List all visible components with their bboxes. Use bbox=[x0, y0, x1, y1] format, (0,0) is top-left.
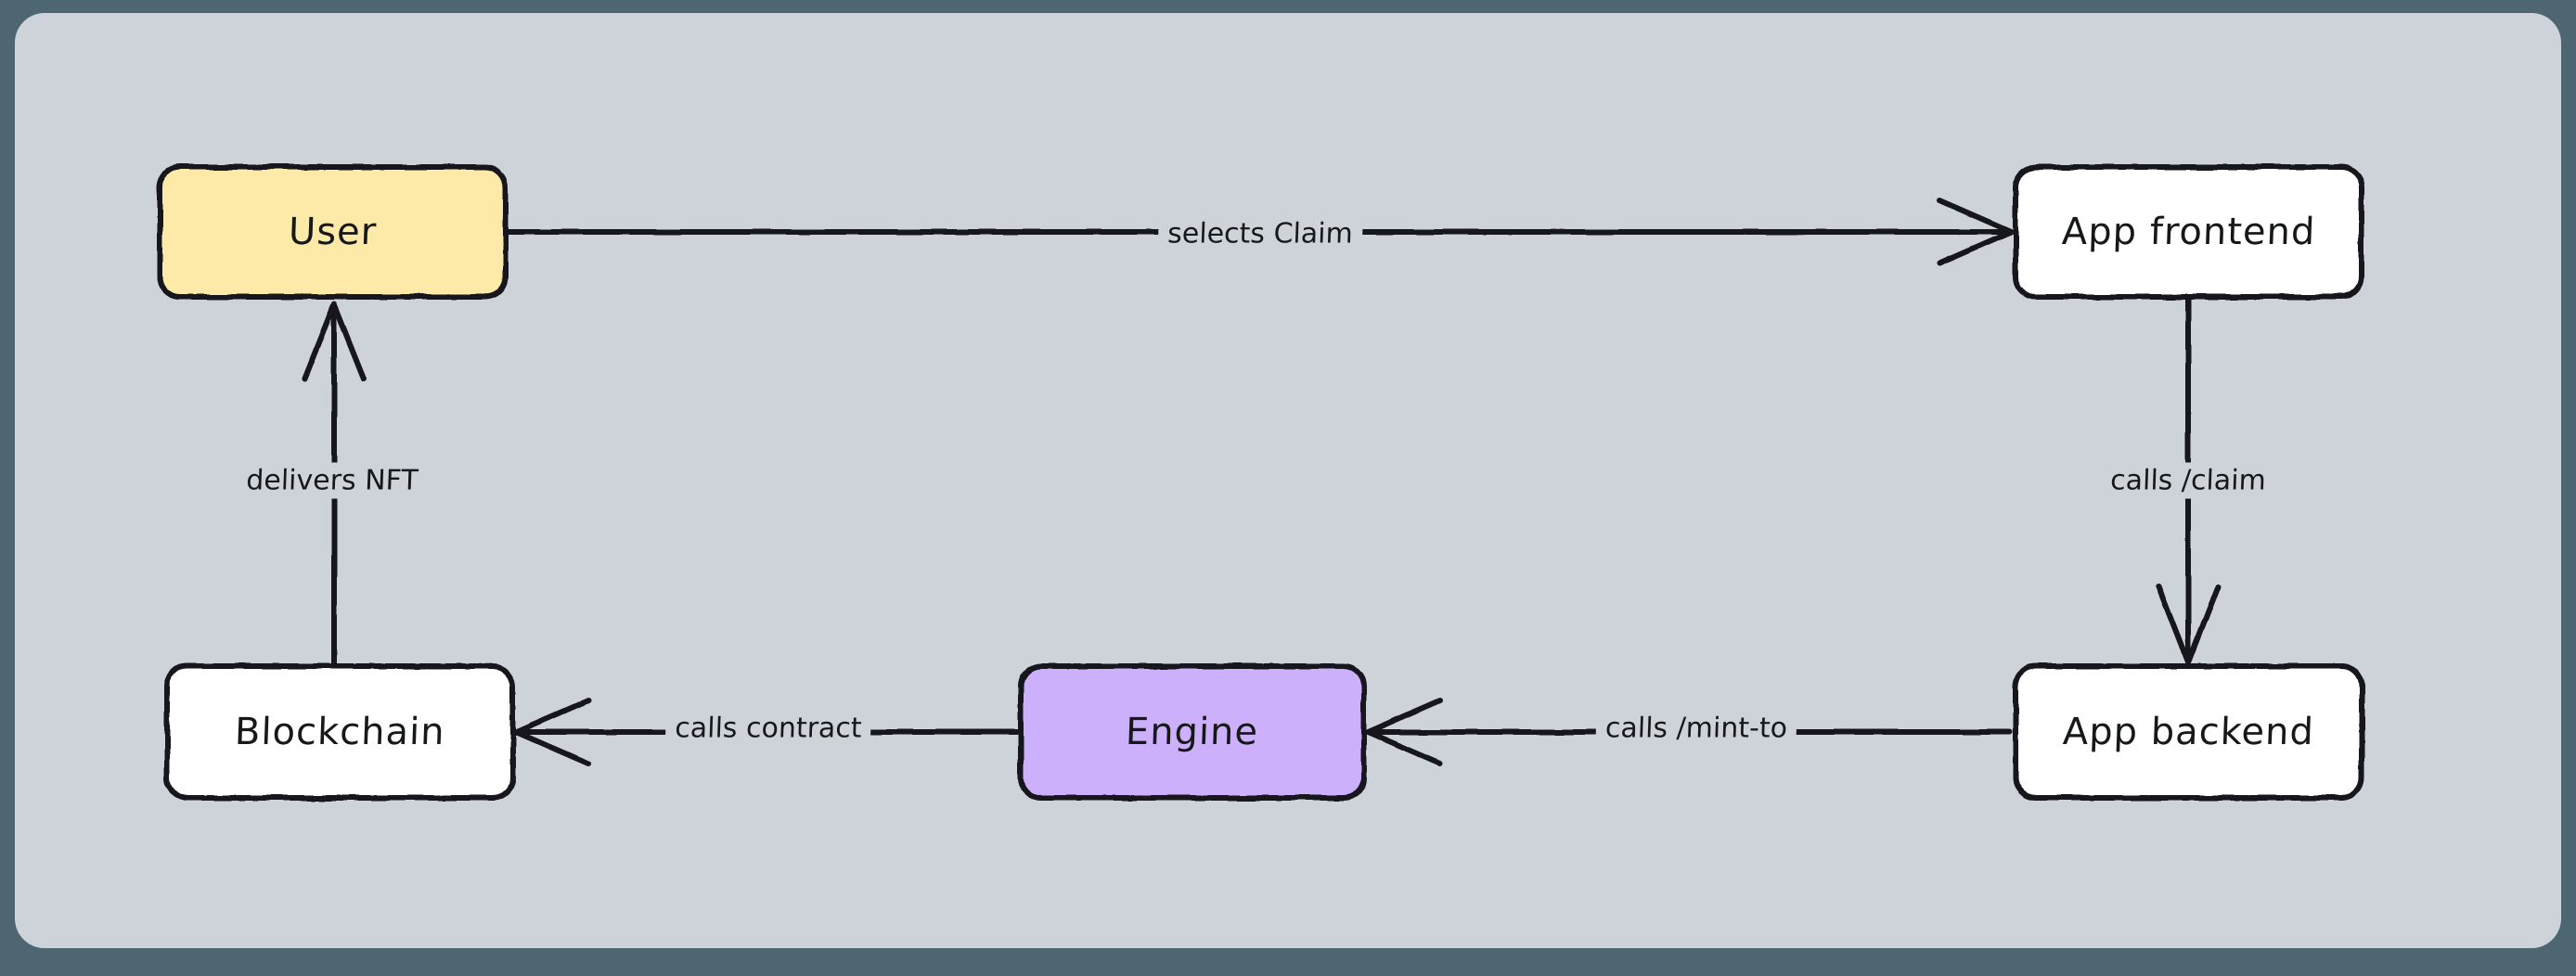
node-shape-engine[interactable] bbox=[1018, 663, 1367, 801]
node-user[interactable]: User bbox=[160, 167, 506, 297]
edge-label-calls-contract: calls contract bbox=[664, 710, 872, 747]
node-shape-user[interactable] bbox=[157, 164, 509, 300]
node-app-frontend-label: App frontend bbox=[2061, 211, 2316, 253]
node-app-frontend[interactable]: App frontend bbox=[2016, 167, 2362, 297]
node-shape-app-frontend[interactable] bbox=[2013, 164, 2364, 300]
edge-label-calls-claim: calls /claim bbox=[2100, 462, 2276, 499]
node-blockchain-label: Blockchain bbox=[234, 711, 446, 753]
node-engine-label: Engine bbox=[1125, 711, 1260, 753]
node-engine[interactable]: Engine bbox=[1021, 666, 1364, 798]
edge-label-calls-mint-to: calls /mint-to bbox=[1595, 710, 1797, 747]
node-app-backend[interactable]: App backend bbox=[2016, 666, 2362, 798]
edge-label-selects-claim: selects Claim bbox=[1157, 215, 1363, 252]
edge-label-delivers-nft: delivers NFT bbox=[236, 462, 429, 499]
node-shape-app-backend[interactable] bbox=[2013, 663, 2364, 801]
node-blockchain[interactable]: Blockchain bbox=[167, 666, 513, 798]
node-user-label: User bbox=[288, 211, 378, 253]
node-shape-blockchain[interactable] bbox=[164, 663, 516, 801]
node-app-backend-label: App backend bbox=[2062, 711, 2315, 753]
